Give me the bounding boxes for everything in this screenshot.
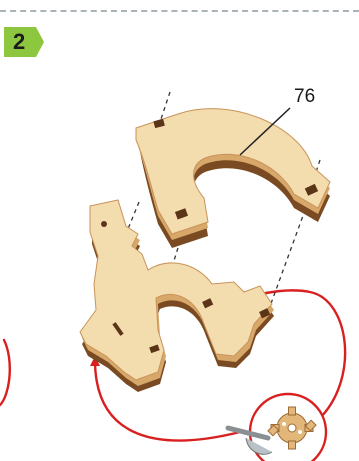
arrow-left-curve — [0, 340, 10, 405]
detail-inset-gear — [228, 394, 326, 461]
part-76-u-bracket — [136, 108, 330, 248]
